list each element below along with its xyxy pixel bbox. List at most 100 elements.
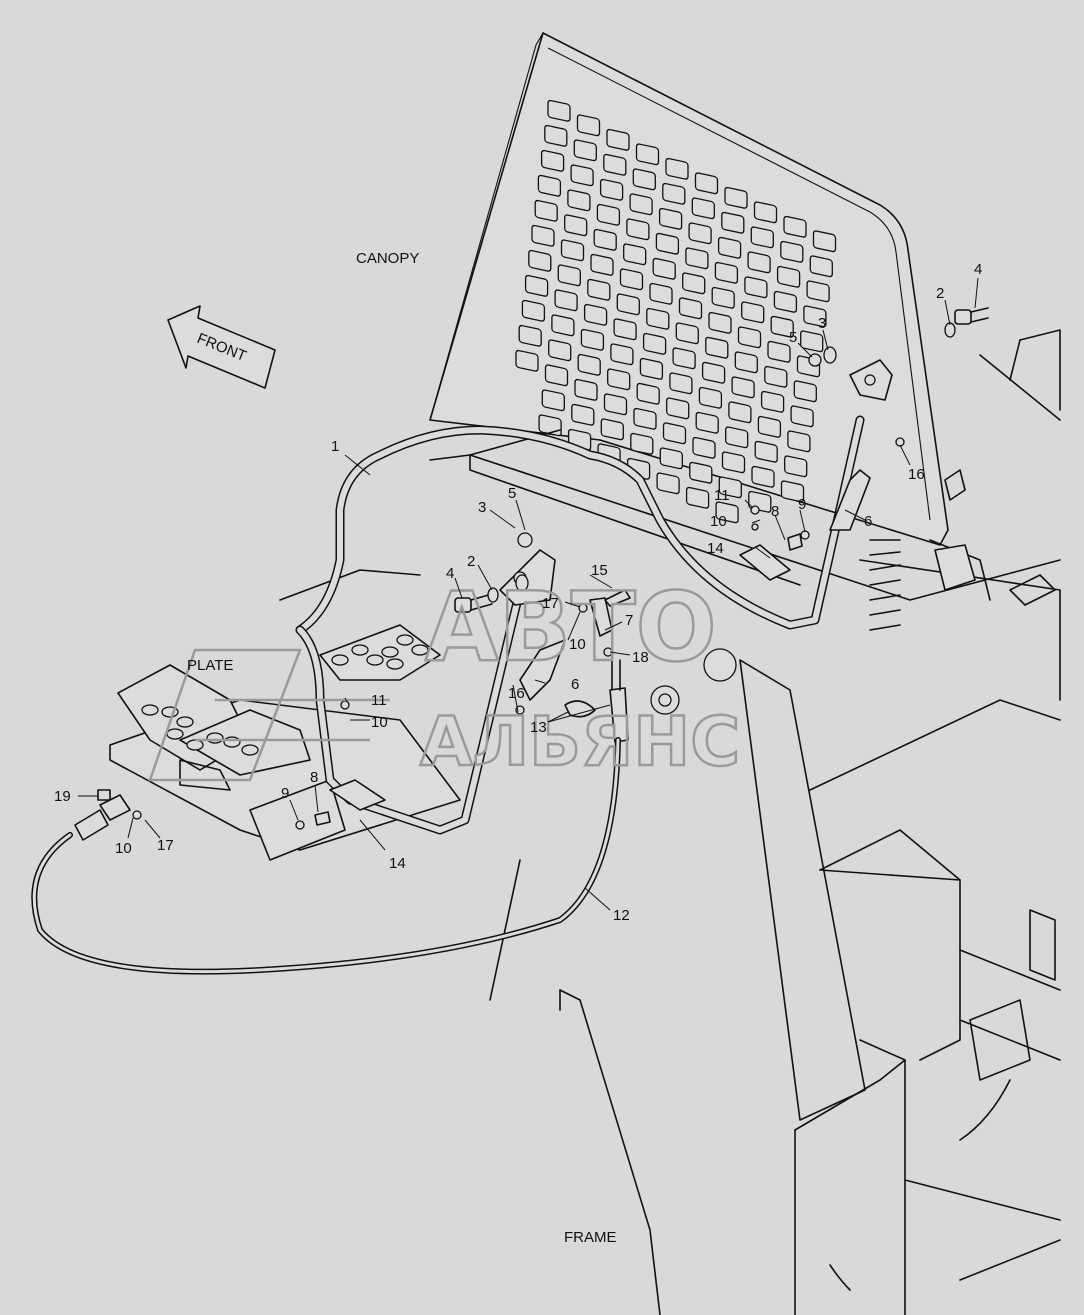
grille-slot xyxy=(793,380,817,403)
grille-slot xyxy=(547,99,571,122)
hardware xyxy=(74,307,989,841)
grille-slot xyxy=(770,315,794,338)
pedal-hole xyxy=(176,716,194,728)
callout-14b: 14 xyxy=(707,540,724,557)
grille-slot xyxy=(685,486,710,509)
callout-2: 2 xyxy=(467,553,475,570)
grille-slot xyxy=(551,314,575,337)
grille-slot xyxy=(812,230,837,253)
grille-slot xyxy=(672,347,696,370)
callout-19: 19 xyxy=(54,788,71,805)
grille-slot xyxy=(596,203,621,226)
grille-slot xyxy=(593,228,617,251)
pedal-hole xyxy=(386,658,404,670)
grille-slot xyxy=(705,336,729,359)
grille-slot xyxy=(666,397,690,420)
callout-15: 15 xyxy=(591,562,608,579)
callout-6b: 6 xyxy=(864,513,872,530)
grille-slot xyxy=(587,278,611,301)
grille-slot xyxy=(544,124,568,147)
grille-slot xyxy=(728,401,752,424)
grille-slot xyxy=(688,222,712,245)
grille-slot xyxy=(695,411,719,434)
callout-labels: 1 2 2 3 3 4 4 5 5 6 6 7 8 8 9 9 10 10 10… xyxy=(54,261,982,924)
grille-slot xyxy=(750,226,774,249)
callout-10d: 10 xyxy=(115,840,132,857)
callout-11: 11 xyxy=(371,692,387,709)
pedal-hole xyxy=(166,728,184,740)
grille-slot xyxy=(531,224,555,247)
grille-slot xyxy=(715,501,739,524)
grille-slot xyxy=(652,257,676,280)
callout-13: 13 xyxy=(530,719,547,736)
callout-10b: 10 xyxy=(710,513,727,530)
callout-3: 3 xyxy=(478,499,486,516)
throttle-cable xyxy=(31,659,621,975)
grille-slot xyxy=(721,451,746,474)
callout-11b: 11 xyxy=(714,487,730,504)
callout-17b: 17 xyxy=(157,837,174,854)
grille-slot xyxy=(577,353,601,376)
grille-slot xyxy=(655,232,680,255)
grille-slot xyxy=(678,297,703,320)
grille-slot xyxy=(570,164,594,187)
frame-label: FRAME xyxy=(564,1229,617,1246)
grille-slot xyxy=(714,261,739,284)
grille-slot xyxy=(518,324,542,347)
callout-16: 16 xyxy=(508,685,525,702)
grille-slot xyxy=(590,253,614,276)
plate-label: PLATE xyxy=(187,657,233,674)
grille-slot xyxy=(711,286,735,309)
grille-slot xyxy=(800,330,824,353)
grille-slot xyxy=(635,143,660,166)
grille-slot xyxy=(708,311,732,334)
grille-slot xyxy=(642,332,667,355)
grille-slot xyxy=(524,274,549,297)
grille-slot xyxy=(603,153,627,176)
grille-slot xyxy=(633,407,657,430)
grille-slot xyxy=(528,249,552,272)
grille-slot xyxy=(656,472,680,495)
grille-slot xyxy=(610,343,634,366)
grille-slot xyxy=(541,389,565,412)
grille-slot xyxy=(630,432,654,455)
grille-slot xyxy=(564,214,588,237)
grille-slot xyxy=(691,197,715,220)
grille-slot xyxy=(744,276,768,299)
grille-slot xyxy=(534,199,558,222)
grille-slot xyxy=(776,265,801,288)
callout-3b: 3 xyxy=(818,315,826,332)
grille-slot xyxy=(754,440,778,463)
grille-slot xyxy=(757,415,782,438)
callout-16b: 16 xyxy=(908,466,925,483)
grille-slot xyxy=(659,447,683,470)
grille-slot xyxy=(741,301,765,324)
front-arrow: FRONT xyxy=(167,305,276,389)
grille-slot xyxy=(639,357,664,380)
pedal-hole xyxy=(241,744,259,756)
grille-slot xyxy=(548,339,572,362)
grille-slot xyxy=(573,139,597,162)
callout-18: 18 xyxy=(632,649,649,666)
grille-slot xyxy=(751,465,775,488)
grille-slot xyxy=(809,255,833,278)
grille-slot xyxy=(649,282,673,305)
callout-8: 8 xyxy=(310,769,318,786)
grille-slot xyxy=(783,215,807,238)
callout-9: 9 xyxy=(281,785,289,802)
callout-4: 4 xyxy=(446,565,454,582)
grille-slot xyxy=(682,272,706,295)
grille-slot xyxy=(698,386,723,409)
grille-slot xyxy=(583,303,608,326)
grille-slot xyxy=(600,418,624,441)
pedal-hole xyxy=(411,644,429,656)
grille-slot xyxy=(694,172,719,195)
pedal-hole xyxy=(331,654,349,666)
grille-slot xyxy=(747,251,771,274)
callout-8b: 8 xyxy=(771,503,779,520)
grille-slot xyxy=(554,289,578,312)
grille-slot xyxy=(544,364,569,387)
grille-slot xyxy=(718,476,742,499)
callout-5: 5 xyxy=(508,485,516,502)
grille-slot xyxy=(806,280,830,303)
